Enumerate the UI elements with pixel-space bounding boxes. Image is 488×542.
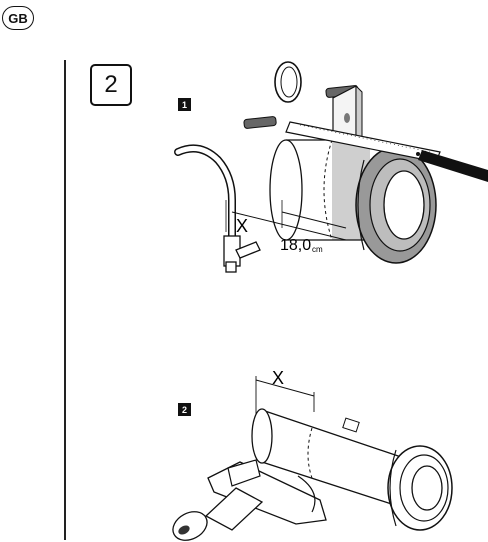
- step-number-box: 2: [90, 64, 132, 106]
- dimension-unit-label: cm: [312, 245, 323, 254]
- rubber-seal: [355, 146, 437, 264]
- hose-tap: [223, 235, 261, 273]
- dimension-x-label-2: X: [272, 368, 284, 388]
- figure-1-badge: 1: [178, 98, 191, 111]
- o-ring-icon: [274, 61, 302, 103]
- drain-pipe-2: [251, 408, 411, 511]
- step-number: 2: [104, 71, 118, 98]
- dimension-x-label: X: [236, 216, 248, 236]
- dimension-value-label: 18,0: [280, 237, 311, 254]
- language-badge: GB: [2, 6, 34, 30]
- margin-rule: [64, 60, 66, 540]
- tap-handle-icon: [172, 487, 264, 541]
- pipe-clip: [207, 459, 327, 525]
- measuring-ruler: [285, 121, 488, 182]
- figure-2-badge: 2: [178, 403, 191, 416]
- language-badge-text: GB: [8, 10, 28, 26]
- dimension-lines: [225, 200, 347, 241]
- rubber-seal-2: [387, 445, 453, 531]
